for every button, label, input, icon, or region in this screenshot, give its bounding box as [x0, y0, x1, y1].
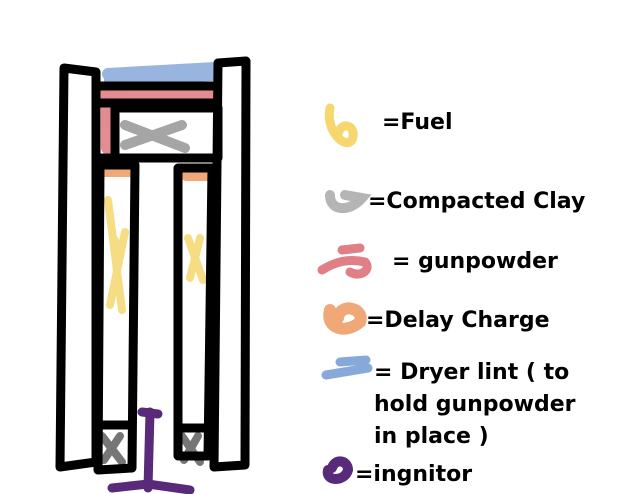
legend-label-fuel: =Fuel — [382, 110, 453, 135]
legend-swatch-gunpowder — [317, 243, 372, 279]
legend-label-delay: =Delay Charge — [366, 308, 550, 333]
ignitor-wire — [107, 407, 195, 494]
legend-swatch-lint — [321, 355, 373, 380]
legend-swatch-ignitor — [322, 456, 354, 484]
rocket-outline — [55, 56, 251, 475]
legend-swatch-delay — [323, 302, 367, 335]
legend-label-clay: =Compacted Clay — [368, 189, 586, 214]
clay-plug-top — [120, 120, 190, 153]
fuel-fill — [104, 196, 207, 314]
legend-label-lint-line3: in place ) — [374, 424, 489, 449]
gunpowder-fill — [96, 87, 221, 154]
legend-label-lint-line2: hold gunpowder — [374, 392, 576, 417]
legend-swatch-clay — [325, 190, 372, 214]
legend-label-ignitor: =ingnitor — [355, 462, 473, 487]
legend-swatch-fuel — [324, 103, 358, 147]
dryer-lint-fill — [102, 62, 221, 86]
delay-charge-fill — [99, 167, 213, 181]
legend-label-gunpowder: = gunpowder — [392, 249, 558, 274]
legend-label-lint: = Dryer lint ( to — [374, 360, 570, 385]
